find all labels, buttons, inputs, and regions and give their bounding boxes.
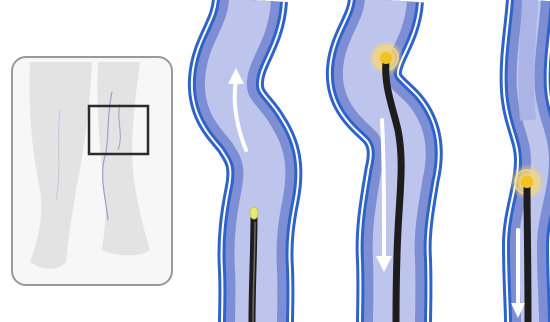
laser-tip [521,176,533,188]
laser-tip [380,52,392,64]
catheter [527,186,528,322]
inset-leg-overview [12,57,172,285]
flow-arrow-down [382,120,384,255]
catheter-tip [250,207,258,219]
vein-segment [226,0,265,322]
